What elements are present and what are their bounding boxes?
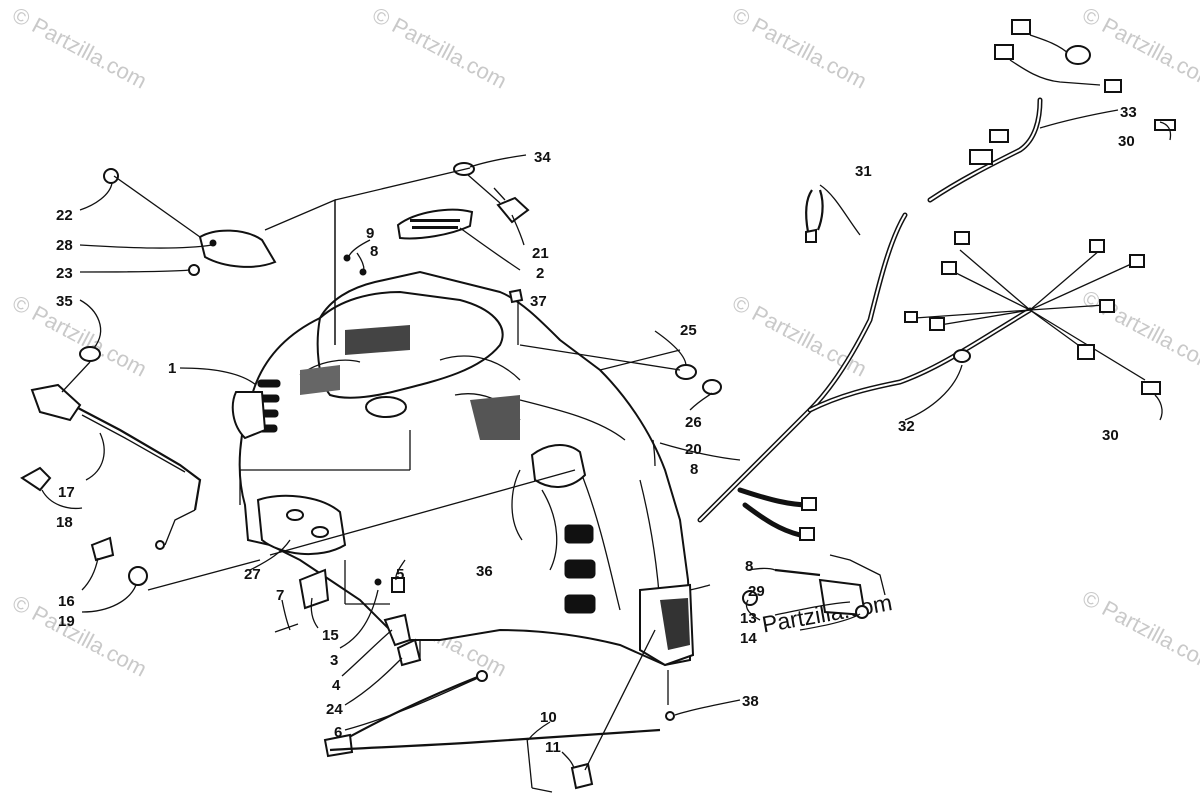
lower-parts: [274, 568, 675, 793]
callout-32: 32: [898, 418, 915, 435]
callout-27: 27: [244, 566, 261, 583]
callout-3: 3: [330, 652, 338, 669]
callout-15: 15: [322, 627, 339, 644]
callout-7: 7: [276, 587, 284, 604]
callout-17: 17: [58, 484, 75, 501]
callout-8: 8: [745, 558, 753, 575]
callout-24: 24: [326, 701, 343, 718]
callout-37: 37: [530, 293, 547, 310]
callout-35: 35: [56, 293, 73, 310]
cowl-housing: [231, 270, 695, 667]
leader-lines: [41, 109, 1172, 771]
callout-20: 20: [685, 441, 702, 458]
callout-36: 36: [476, 563, 493, 580]
callout-26: 26: [685, 414, 702, 431]
callout-21: 21: [532, 245, 549, 262]
callout-6: 6: [334, 724, 342, 741]
callout-19: 19: [58, 613, 75, 630]
callout-30: 30: [1102, 427, 1119, 444]
callout-31: 31: [855, 163, 872, 180]
callout-22: 22: [56, 207, 73, 224]
wiring-harness: [697, 19, 1176, 619]
callout-29: 29: [748, 583, 765, 600]
callout-14: 14: [740, 630, 757, 647]
callout-34: 34: [534, 149, 551, 166]
callout-33: 33: [1120, 104, 1137, 121]
callout-8: 8: [690, 461, 698, 478]
callout-16: 16: [58, 593, 75, 610]
callout-8: 8: [370, 243, 378, 260]
left-parts: [20, 168, 277, 586]
callout-30: 30: [1118, 133, 1135, 150]
callout-2: 2: [536, 265, 544, 282]
callout-23: 23: [56, 265, 73, 282]
callout-25: 25: [680, 322, 697, 339]
callout-5: 5: [396, 566, 404, 583]
callout-9: 9: [366, 225, 374, 242]
callout-4: 4: [332, 677, 341, 694]
callout-10: 10: [540, 709, 557, 726]
callout-13: 13: [740, 610, 757, 627]
callout-labels: 22 28 23 35 1 17 18 16 19 34 21 9 8 2 37…: [56, 104, 1137, 756]
callout-38: 38: [742, 693, 759, 710]
callout-18: 18: [56, 514, 73, 531]
callout-1: 1: [168, 360, 176, 377]
callout-11: 11: [545, 739, 561, 756]
callout-28: 28: [56, 237, 73, 254]
